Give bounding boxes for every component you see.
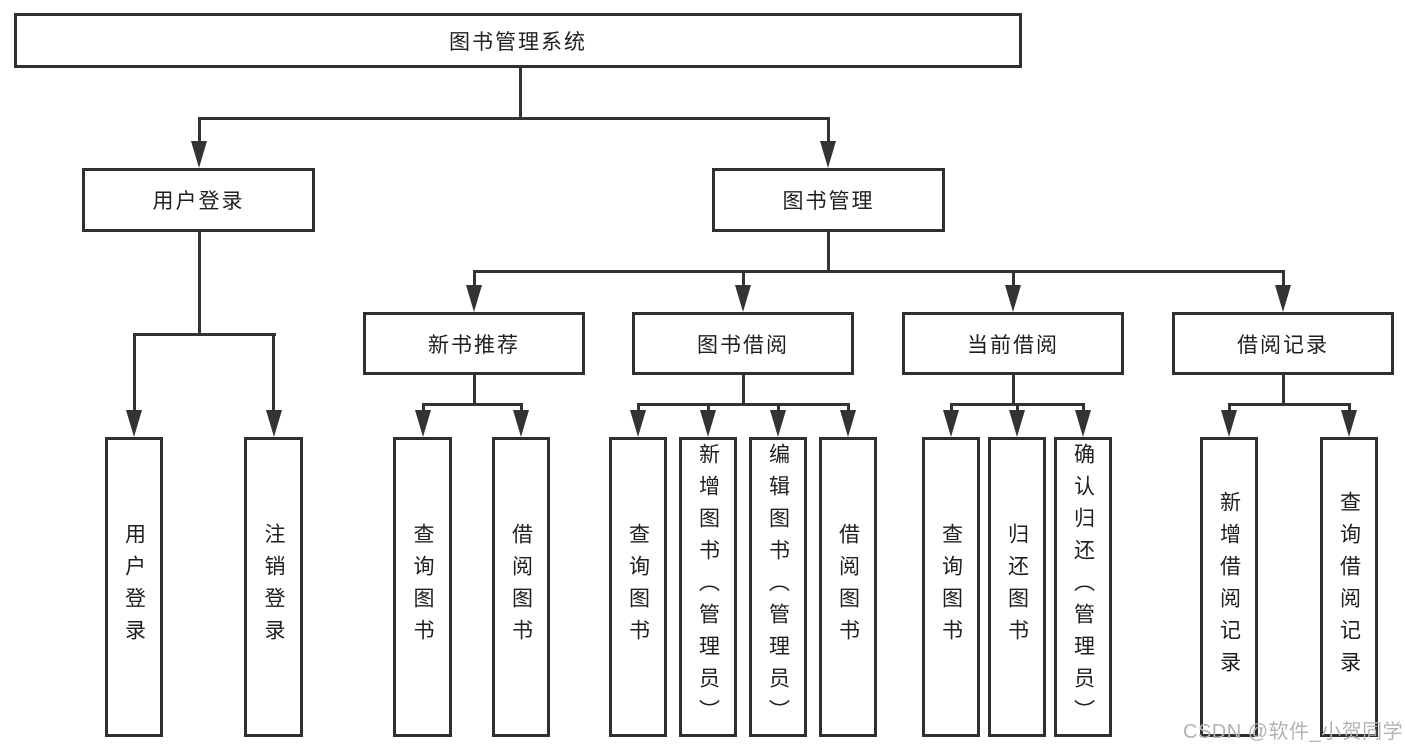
connector-line — [1282, 374, 1285, 405]
node-label: 借阅记录 — [1237, 333, 1329, 357]
arrow-down-icon — [1075, 410, 1091, 437]
watermark: CSDN @软件_小贺同学 — [1183, 721, 1404, 743]
node-return-books: 归还图书 — [988, 437, 1046, 737]
node-confirm-return-admin: 确认归还（管理员） — [1054, 437, 1112, 737]
connector-line — [827, 231, 830, 272]
node-user-login: 用户登录 — [82, 168, 315, 232]
arrow-down-icon — [820, 141, 836, 168]
node-user-login-leaf: 用户登录 — [105, 437, 163, 737]
arrow-down-icon — [735, 285, 751, 312]
node-label: 图书管理系统 — [449, 30, 587, 54]
node-label: 归还图书 — [1005, 523, 1029, 651]
node-current-borrowing: 当前借阅 — [902, 312, 1124, 375]
connector-line — [519, 67, 522, 119]
node-label: 图书管理 — [782, 190, 875, 213]
node-label: 用户登录 — [152, 190, 245, 213]
node-label: 图书借阅 — [697, 333, 789, 357]
node-query-books-recommend: 查询图书 — [393, 437, 452, 737]
connector-line — [827, 119, 830, 145]
connector-line — [198, 231, 201, 335]
arrow-down-icon — [415, 410, 431, 437]
arrow-down-icon — [1341, 410, 1357, 437]
node-query-borrow-record: 查询借阅记录 — [1320, 437, 1378, 737]
node-query-books-current: 查询图书 — [922, 437, 980, 737]
connector-line — [473, 272, 476, 288]
arrow-down-icon — [1275, 285, 1291, 312]
arrow-down-icon — [466, 285, 482, 312]
node-label: 借阅图书 — [836, 523, 860, 651]
node-label: 查询图书 — [411, 523, 434, 651]
connector-line — [1282, 272, 1285, 288]
node-query-books-borrowing: 查询图书 — [609, 437, 667, 737]
connector-line — [198, 119, 201, 145]
node-label: 注销登录 — [262, 523, 285, 651]
connector-line — [950, 403, 1085, 406]
node-label: 查询借阅记录 — [1337, 491, 1361, 683]
connector-line — [133, 333, 276, 336]
connector-line — [1228, 403, 1351, 406]
node-label: 新书推荐 — [428, 333, 520, 357]
connector-line — [422, 403, 523, 406]
node-logout: 注销登录 — [244, 437, 303, 737]
connector-line — [272, 335, 275, 412]
node-label: 新增图书（管理员） — [696, 443, 720, 731]
arrow-down-icon — [840, 410, 856, 437]
connector-line — [637, 403, 850, 406]
arrow-down-icon — [700, 410, 716, 437]
node-label: 确认归还（管理员） — [1071, 443, 1095, 731]
arrow-down-icon — [1005, 285, 1021, 312]
node-label: 查询图书 — [939, 523, 963, 651]
connector-line — [1012, 374, 1015, 405]
connector-line — [133, 335, 136, 412]
connector-line — [1012, 272, 1015, 288]
arrow-down-icon — [266, 410, 282, 437]
node-label: 新增借阅记录 — [1217, 491, 1241, 683]
connector-line — [742, 272, 745, 288]
node-edit-books-admin: 编辑图书（管理员） — [749, 437, 807, 737]
arrow-down-icon — [191, 141, 207, 168]
node-book-management: 图书管理 — [712, 168, 945, 232]
node-label: 借阅图书 — [509, 523, 533, 651]
connector-line — [473, 270, 1285, 273]
node-add-borrow-record: 新增借阅记录 — [1200, 437, 1258, 737]
arrow-down-icon — [943, 410, 959, 437]
node-label: 编辑图书（管理员） — [766, 443, 790, 731]
node-library-management-system: 图书管理系统 — [14, 13, 1022, 68]
node-label: 查询图书 — [626, 523, 650, 651]
arrow-down-icon — [770, 410, 786, 437]
node-borrow-books-recommend: 借阅图书 — [492, 437, 550, 737]
arrow-down-icon — [1009, 410, 1025, 437]
connector-line — [742, 374, 745, 405]
connector-line — [198, 117, 830, 120]
node-label: 当前借阅 — [967, 333, 1059, 357]
arrow-down-icon — [126, 410, 142, 437]
node-add-books-admin: 新增图书（管理员） — [679, 437, 737, 737]
node-borrow-books: 借阅图书 — [819, 437, 877, 737]
node-borrowing-records: 借阅记录 — [1172, 312, 1394, 375]
node-new-book-recommendation: 新书推荐 — [363, 312, 585, 375]
arrow-down-icon — [1221, 410, 1237, 437]
arrow-down-icon — [630, 410, 646, 437]
connector-line — [473, 374, 476, 405]
node-book-borrowing: 图书借阅 — [632, 312, 854, 375]
node-label: 用户登录 — [122, 523, 146, 651]
arrow-down-icon — [513, 410, 529, 437]
